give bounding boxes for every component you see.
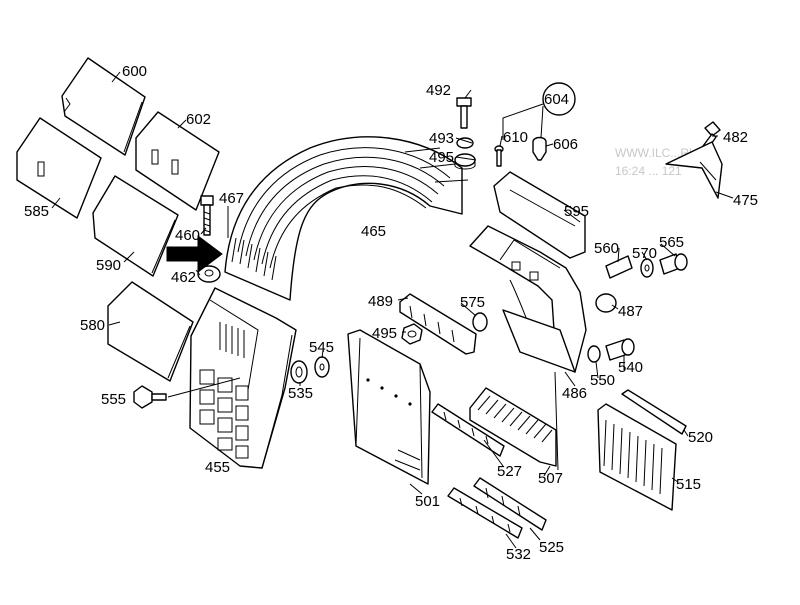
label-495a: 495 bbox=[429, 149, 454, 166]
part-501-mudflap bbox=[347, 329, 431, 485]
label-610: 610 bbox=[503, 129, 528, 146]
label-575: 575 bbox=[460, 294, 485, 311]
label-604: 604 bbox=[544, 91, 569, 108]
part-555-bolt bbox=[133, 385, 167, 409]
label-493: 493 bbox=[429, 130, 454, 147]
label-482: 482 bbox=[723, 129, 748, 146]
label-550: 550 bbox=[590, 372, 615, 389]
part-455-ribs bbox=[219, 322, 245, 358]
label-580: 580 bbox=[80, 317, 105, 334]
label-532: 532 bbox=[506, 546, 531, 563]
label-590: 590 bbox=[96, 257, 121, 274]
label-487: 487 bbox=[618, 303, 643, 320]
watermark-line-2: 16:24 ... 121 bbox=[615, 164, 682, 178]
part-487-grommet bbox=[595, 293, 617, 313]
part-600-panel bbox=[61, 57, 146, 156]
arrow-icon bbox=[166, 235, 223, 273]
label-475: 475 bbox=[733, 192, 758, 209]
label-600: 600 bbox=[122, 63, 147, 80]
part-486-bracket bbox=[469, 225, 587, 373]
label-602: 602 bbox=[186, 111, 211, 128]
label-525: 525 bbox=[539, 539, 564, 556]
part-507-brush bbox=[469, 387, 557, 467]
part-455-fender-side bbox=[189, 287, 297, 469]
label-570: 570 bbox=[632, 245, 657, 262]
part-475-bracket bbox=[665, 141, 723, 199]
part-606-clip bbox=[532, 136, 547, 161]
part-570-washer bbox=[640, 258, 654, 278]
part-602-panel bbox=[135, 111, 220, 211]
label-460: 460 bbox=[175, 227, 200, 244]
part-545-washer bbox=[314, 356, 330, 378]
label-467: 467 bbox=[219, 190, 244, 207]
label-565: 565 bbox=[659, 234, 684, 251]
part-540-bolt bbox=[605, 338, 635, 361]
part-460-bolt bbox=[200, 195, 214, 236]
label-489: 489 bbox=[368, 293, 393, 310]
part-462-washer bbox=[197, 265, 221, 283]
leader-lines bbox=[51, 71, 734, 549]
part-465-mudguard bbox=[224, 136, 469, 301]
label-465: 465 bbox=[361, 223, 386, 240]
label-507: 507 bbox=[538, 470, 563, 487]
label-486: 486 bbox=[562, 385, 587, 402]
label-560: 560 bbox=[594, 240, 619, 257]
part-610-pin bbox=[494, 145, 504, 167]
part-465-front-ribs bbox=[231, 237, 277, 281]
part-575-plug bbox=[472, 312, 488, 332]
label-492: 492 bbox=[426, 82, 451, 99]
part-492-bolt bbox=[456, 97, 472, 129]
label-606: 606 bbox=[553, 136, 578, 153]
part-580-panel bbox=[107, 281, 194, 382]
part-532-strip bbox=[447, 487, 523, 539]
label-555: 555 bbox=[101, 391, 126, 408]
part-520-bar bbox=[621, 389, 687, 435]
label-535: 535 bbox=[288, 385, 313, 402]
label-501: 501 bbox=[415, 493, 440, 510]
part-515-flap bbox=[597, 403, 677, 511]
part-493-washer bbox=[456, 137, 474, 149]
part-495-nut bbox=[401, 323, 423, 345]
label-455: 455 bbox=[205, 459, 230, 476]
part-604-callout bbox=[502, 82, 576, 140]
part-565-bolt bbox=[659, 253, 688, 275]
label-545: 545 bbox=[309, 339, 334, 356]
label-515: 515 bbox=[676, 476, 701, 493]
part-550-washer bbox=[587, 345, 601, 363]
watermark: WWW.ILC...RU 16:24 ... 121 bbox=[615, 146, 698, 178]
part-525-strip bbox=[473, 477, 547, 531]
label-595: 595 bbox=[564, 203, 589, 220]
part-590-panel bbox=[92, 175, 179, 277]
part-labels: 600 602 585 590 580 555 455 460 462 467 … bbox=[24, 63, 758, 563]
part-585-panel bbox=[16, 117, 102, 219]
part-535-spacer bbox=[290, 360, 308, 384]
label-540: 540 bbox=[618, 359, 643, 376]
part-560-plate bbox=[605, 255, 633, 279]
label-520: 520 bbox=[688, 429, 713, 446]
label-495b: 495 bbox=[372, 325, 397, 342]
label-462: 462 bbox=[171, 269, 196, 286]
label-527: 527 bbox=[497, 463, 522, 480]
part-489-strip bbox=[399, 293, 477, 355]
part-455-grid bbox=[199, 369, 249, 459]
label-585: 585 bbox=[24, 203, 49, 220]
part-595-plate bbox=[493, 171, 586, 259]
watermark-line-1: WWW.ILC...RU bbox=[615, 146, 698, 160]
